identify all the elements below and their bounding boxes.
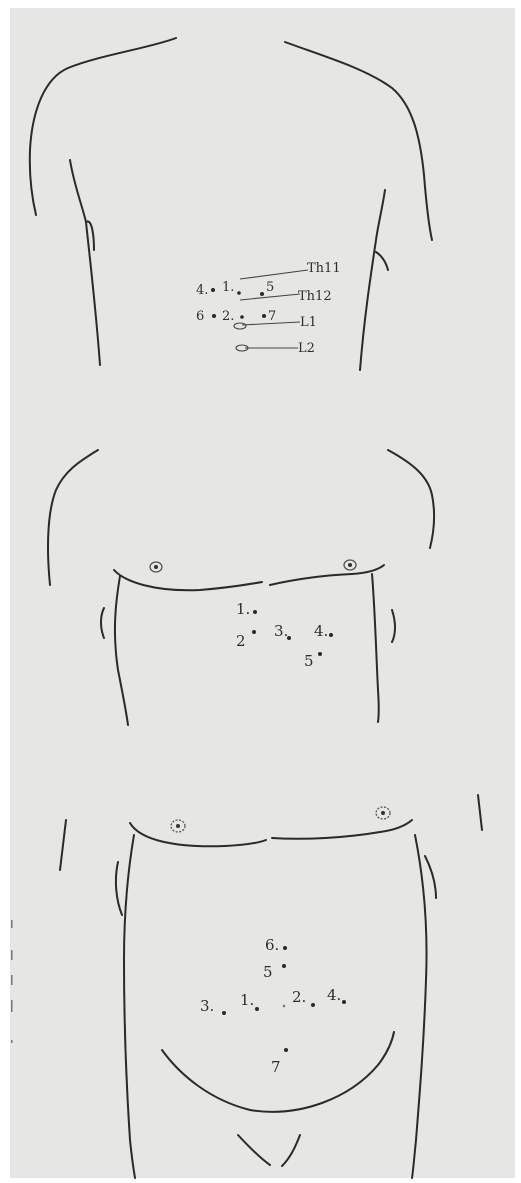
back-point-label: 6 (196, 309, 204, 324)
abdomen-left-flank (116, 862, 122, 915)
chest-left-side (115, 576, 128, 725)
abdomen-point-label: 3. (200, 997, 214, 1015)
abdomen-groin-left (238, 1135, 270, 1165)
abdomen-left-pec (130, 823, 266, 846)
vertebra-label-l2: L2 (298, 341, 315, 356)
back-left-shoulder (30, 38, 176, 215)
chest-left-shoulder (48, 450, 98, 585)
chest-point-label: 5 (304, 652, 314, 670)
back-point-label: 5 (266, 280, 274, 295)
abdomen-view-figure (60, 795, 482, 1178)
vertebra-label-th11: Th11 (307, 261, 341, 276)
abdomen-left-arm (60, 820, 66, 870)
back-right-side (360, 190, 385, 370)
abdomen-point-label: 6. (265, 936, 279, 954)
chest-point-label: 4. (314, 622, 328, 640)
abdomen-right-side (412, 835, 427, 1178)
abdomen-points: 6. 5 3. 1. 2. 4. 7 (200, 936, 346, 1076)
nipple-icon (171, 820, 185, 832)
chest-point-label: 2 (236, 632, 246, 650)
margin-marks (11, 920, 13, 1043)
vertebra-label-l1: L1 (300, 315, 317, 330)
nipple-icon (376, 807, 390, 819)
chest-view-figure (48, 450, 434, 725)
abdomen-left-side (124, 835, 135, 1178)
back-points: 4. 1. 5 6 2. 7 (196, 280, 276, 324)
abdomen-point-label: 4. (327, 986, 341, 1004)
chest-point-label: 1. (236, 600, 250, 618)
chest-left-pec (114, 570, 262, 590)
nipple-icon (344, 560, 356, 570)
back-right-armpit (376, 252, 388, 270)
abdomen-point-label: 7 (271, 1058, 281, 1076)
vertebra-labels: Th11 Th12 L1 L2 (298, 261, 341, 356)
back-left-side (70, 160, 100, 365)
back-point-label: 2. (222, 309, 234, 324)
chest-right-shoulder (388, 450, 434, 548)
nipple-icon (150, 562, 162, 572)
abdomen-point-label: 2. (292, 988, 306, 1006)
chest-point-label: 3. (274, 622, 288, 640)
back-point-label: 4. (196, 283, 208, 298)
abdomen-right-arm (478, 795, 482, 830)
back-point-label: 1. (222, 280, 234, 295)
navel-icon (283, 1005, 286, 1008)
abdomen-groin-right (282, 1135, 300, 1166)
back-right-shoulder (285, 42, 432, 240)
chest-left-armpit (101, 608, 104, 638)
abdomen-point-label: 1. (240, 991, 254, 1009)
abdomen-right-pec (272, 820, 412, 839)
chest-right-armpit (392, 610, 395, 642)
back-point-label: 7 (268, 309, 276, 324)
abdomen-right-flank (425, 856, 436, 898)
chest-right-pec (270, 565, 384, 585)
chest-points: 1. 2 3. 4. 5 (236, 600, 333, 670)
chest-right-side (372, 574, 379, 722)
vertebra-label-th12: Th12 (298, 289, 332, 304)
abdomen-point-label: 5 (263, 963, 273, 981)
